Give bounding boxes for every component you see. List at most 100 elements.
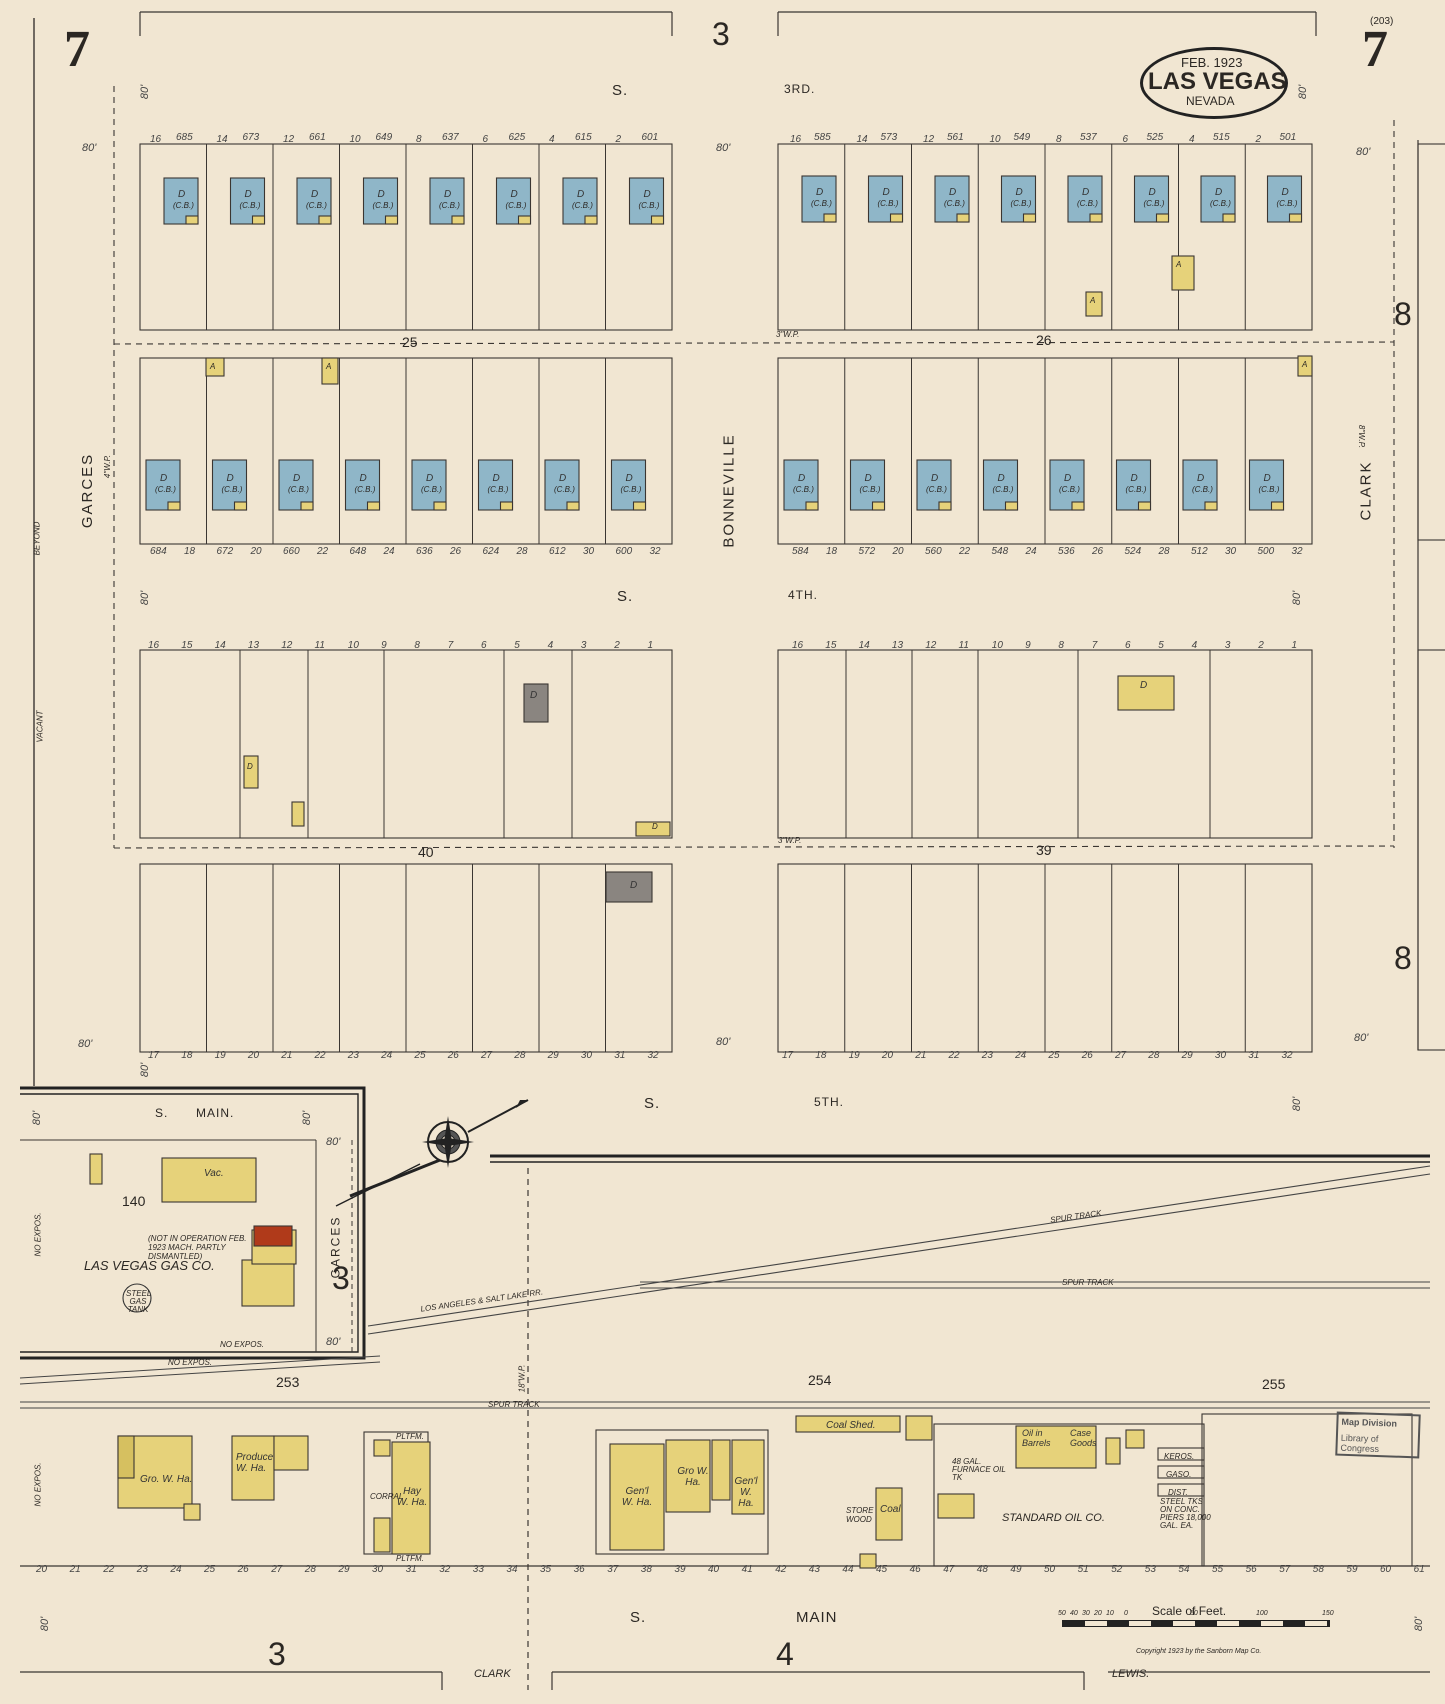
dwelling-sub-label: (C.B.) [859,485,881,494]
lot-row4-left: 18 [181,1050,193,1061]
coal-building [875,1487,903,1541]
dwelling-small-1-label: D [247,762,253,771]
dwelling-sub-label: (C.B.) [421,485,442,494]
lot-bottom-strip: 24 [170,1564,182,1575]
dwelling-sub-label: (C.B.) [1059,485,1080,494]
dwelling-sub-label: (C.B.) [505,201,527,210]
title-state: NEVADA [1186,94,1235,108]
auto-shed-label: A [1090,296,1096,305]
address-row2-left: 684 [150,546,167,557]
genl-warehouse-1 [609,1443,665,1551]
railroad-layer [19,1154,1431,1409]
scale-tick-label: 0 [1124,1610,1128,1617]
no-expos-3: NO EXPOS. [33,1212,43,1257]
width-80-h: 80' [1297,84,1310,100]
dwelling-label: D [577,189,585,200]
lot-bottom-strip: 39 [674,1564,686,1575]
lot-row2-right: 32 [1291,546,1303,557]
oil-warehouse [1015,1425,1097,1469]
address-top-left: 615 [575,132,592,143]
platform-label-2: PLTFM. [396,1554,424,1563]
dwelling-porch-right-2-6 [1204,501,1218,511]
lot-bottom-strip: 49 [1010,1564,1022,1575]
garage-gray-label: D [530,690,538,701]
lot-bottom-strip: 32 [439,1564,451,1575]
produce-wha-label: Produce W. Ha. [236,1452,274,1474]
lot-row4-left: 23 [347,1050,359,1061]
platform-label-1: PLTFM. [396,1432,424,1441]
lot-row2-right: 30 [1225,546,1237,557]
dwelling-sub-label: (C.B.) [439,201,460,210]
width-80-j: 80' [1291,590,1304,606]
tank-note: STEEL TKS ON CONC. PIERS 18,000 GAL. EA. [1160,1497,1211,1530]
dwelling-sub-label: (C.B.) [793,485,814,494]
adjacent-block-right-1 [1417,143,1445,541]
dwelling-sub-label: (C.B.) [620,485,642,494]
dwelling-sub-label: (C.B.) [173,201,194,210]
coal-shed [795,1415,901,1433]
sheet-number-right: 7 [1362,21,1388,78]
dwelling-porch-left-1-3 [384,215,399,225]
dwelling-label: D [1215,187,1223,198]
address-top-left: 625 [508,132,526,143]
dwelling-label: D [178,189,186,200]
adjacent-sheet-right-lower: 8 [1394,940,1412,976]
dwelling-sub-label: (C.B.) [811,199,832,208]
dwelling-porch-left-1-5 [517,215,532,225]
stove-shed [711,1439,731,1501]
dwelling-sub-label: (C.B.) [1010,199,1032,208]
dwelling-sub-label: (C.B.) [992,485,1014,494]
lot-row4-left: 31 [614,1050,626,1061]
scale-tick-label: 20 [1094,1610,1102,1617]
dwelling-porch-right-1-5 [1155,213,1170,223]
address-row2-right: 548 [991,546,1009,557]
sheet-number-left: 7 [64,21,90,78]
lot-row2-right: 26 [1092,546,1104,557]
spur-left-1 [19,1355,381,1379]
block-253: 253 [276,1374,300,1390]
dwelling-sub-label: (C.B.) [1192,485,1213,494]
block-40: 40 [418,844,434,860]
tank-gaso [1157,1465,1205,1479]
dwelling-porch-left-1-7 [650,215,665,225]
title-city: LAS VEGAS [1148,68,1287,95]
title-cartouche [1140,47,1288,119]
lot-row4-left: 30 [580,1050,593,1061]
lot-top-right: 2 [1255,134,1262,145]
dwelling-label: D [798,473,806,484]
width-80-g: 80' [139,84,152,100]
spur-track-label-2: SPUR TRACK [1062,1278,1114,1287]
kerosene-tank: KEROS. [1164,1452,1195,1461]
address-top-right: 501 [1279,132,1297,143]
lot-row4-right: 20 [881,1050,894,1061]
address-top-left: 661 [309,132,326,143]
stamp-line-1: Map Division [1341,1416,1398,1429]
dwelling-row4-gray [605,871,653,903]
adjacent-sheet-top: 3 [712,16,730,52]
street-fifth-prefix: S. [644,1095,661,1112]
lot-row2-left: 26 [450,546,462,557]
scale-tick-label: 30 [1082,1610,1090,1617]
lot-bottom-strip: 56 [1245,1564,1257,1575]
address-row2-left: 624 [482,546,500,557]
lot-row3-left: 7 [447,640,454,651]
corral-label: CORRAL [370,1492,404,1501]
water-pipe-3-top: 3"W.P. [776,330,800,339]
produce-warehouse-annex [273,1435,309,1471]
lot-row4-left: 19 [214,1050,226,1061]
oil-barrels-label: Oil in Barrels [1022,1428,1051,1448]
lot-top-right: 12 [923,134,935,145]
dwelling-label: D [643,189,651,200]
dwelling-porch-left-1-1 [251,215,266,225]
lot-row3-left: 12 [281,640,293,651]
gas-vacant-building [161,1157,257,1203]
dwelling-small-2-label: D [652,822,658,831]
lot-bottom-strip: 35 [540,1564,552,1575]
lot-row3-left: 11 [314,640,325,651]
tank-kero [1157,1447,1205,1461]
address-top-left: 601 [641,132,659,143]
address-row2-right: 512 [1191,546,1208,557]
auto-shed-label: A [1302,360,1308,369]
lot-bottom-strip: 50 [1044,1564,1056,1575]
dwelling-sub-label: (C.B.) [1077,199,1098,208]
